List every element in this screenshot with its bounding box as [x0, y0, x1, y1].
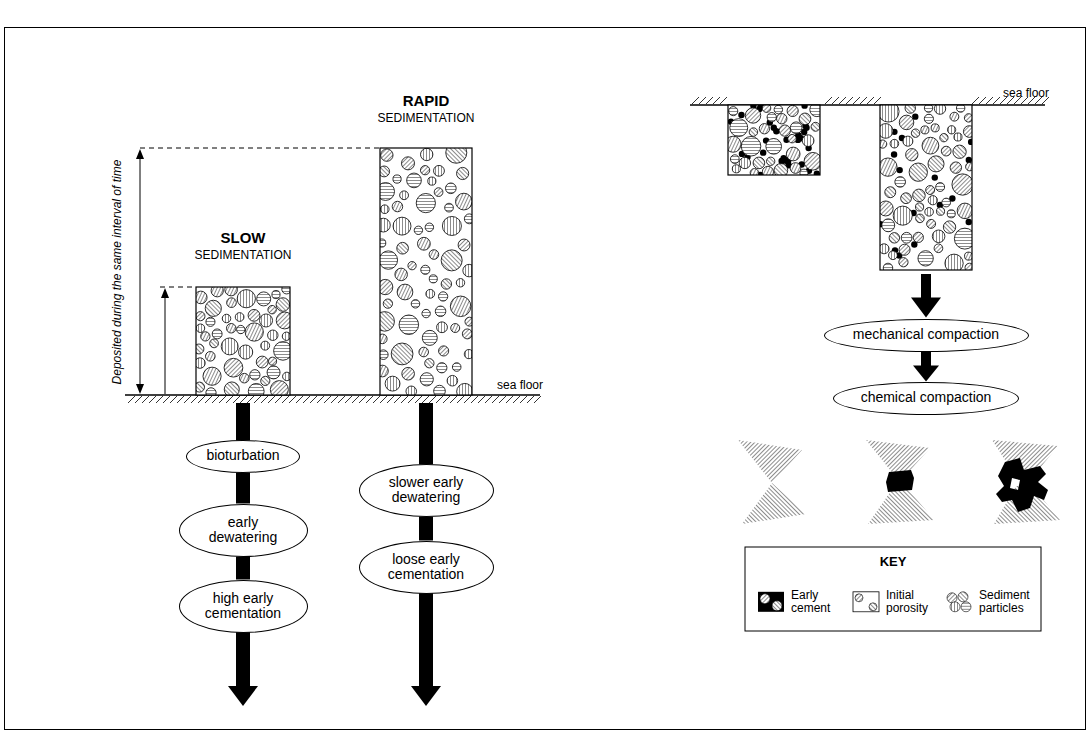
process-oval: loose early cementation	[359, 541, 494, 594]
heading: SLOW	[221, 230, 266, 247]
flow-bar	[419, 403, 433, 465]
oval-text: mechanical compaction	[853, 327, 999, 342]
heading: RAPID	[403, 93, 450, 110]
process-oval: mechanical compaction	[824, 319, 1029, 352]
arrowhead	[136, 384, 144, 394]
flow-bar	[921, 274, 931, 299]
dashed-guide	[160, 287, 196, 288]
oval-text: high early cementation	[201, 591, 286, 622]
sediment-block	[877, 101, 975, 273]
connector-line	[921, 352, 931, 367]
legend-entry: Early cement	[757, 589, 853, 615]
heading: SEDIMENTATION	[195, 249, 292, 262]
sea-floor-label: sea floor	[1003, 87, 1049, 100]
arrowhead	[911, 298, 941, 318]
axis-label: Deposited during the same interval of ti…	[111, 160, 124, 385]
key-box	[745, 547, 1041, 631]
oval-text: early dewatering	[201, 515, 286, 546]
sediment-block	[375, 142, 475, 399]
flow-bar	[419, 593, 433, 688]
sediment-block	[725, 102, 824, 178]
connector-line	[419, 517, 433, 541]
dimension-line	[165, 295, 166, 394]
grain-contact-icon	[866, 440, 934, 524]
connector-line	[236, 473, 250, 504]
grain-contact-icon	[992, 440, 1060, 524]
arrowhead	[411, 686, 441, 706]
flow-bar	[236, 632, 250, 688]
grain-contact-icon	[738, 440, 806, 524]
arrowhead	[913, 366, 939, 382]
legend-entry: Sediment particles	[945, 589, 1041, 615]
legend-entry: Initial porosity	[852, 589, 948, 615]
process-oval: high early cementation	[179, 580, 308, 633]
arrowhead	[161, 288, 169, 298]
key-title: KEY	[880, 555, 907, 569]
sediment-block	[194, 283, 293, 399]
legend-swatch	[852, 591, 880, 613]
flow-connector	[243, 473, 244, 504]
legend-swatch	[945, 591, 973, 613]
oval-text: loose early cementation	[381, 552, 471, 583]
dimension-line	[140, 156, 141, 387]
legend-text: Early cement	[791, 589, 853, 615]
sea-floor-hatch	[128, 396, 541, 403]
heading: SEDIMENTATION	[378, 112, 475, 125]
flow-bar	[236, 403, 250, 441]
legend-text: Initial porosity	[886, 589, 948, 615]
legend-swatch	[757, 591, 785, 613]
process-oval: bioturbation	[186, 440, 300, 473]
frame	[5, 28, 1086, 730]
flow-connector	[426, 517, 427, 541]
process-oval: early dewatering	[179, 504, 308, 557]
arrowhead	[228, 686, 258, 706]
legend-text: Sediment particles	[979, 589, 1041, 615]
connector-line	[236, 557, 250, 580]
oval-text: bioturbation	[206, 448, 279, 463]
oval-text: chemical compaction	[861, 390, 992, 405]
sea-floor-hatch	[692, 97, 1049, 104]
dashed-guide	[140, 148, 380, 149]
flow-connector	[243, 557, 244, 580]
process-oval: chemical compaction	[833, 382, 1019, 415]
flow-connector	[913, 352, 939, 382]
sea-floor-label: sea floor	[497, 379, 543, 392]
oval-text: slower early dewatering	[381, 475, 471, 506]
sea-floor-line	[125, 394, 540, 396]
process-oval: slower early dewatering	[359, 464, 494, 517]
arrowhead	[136, 149, 144, 159]
